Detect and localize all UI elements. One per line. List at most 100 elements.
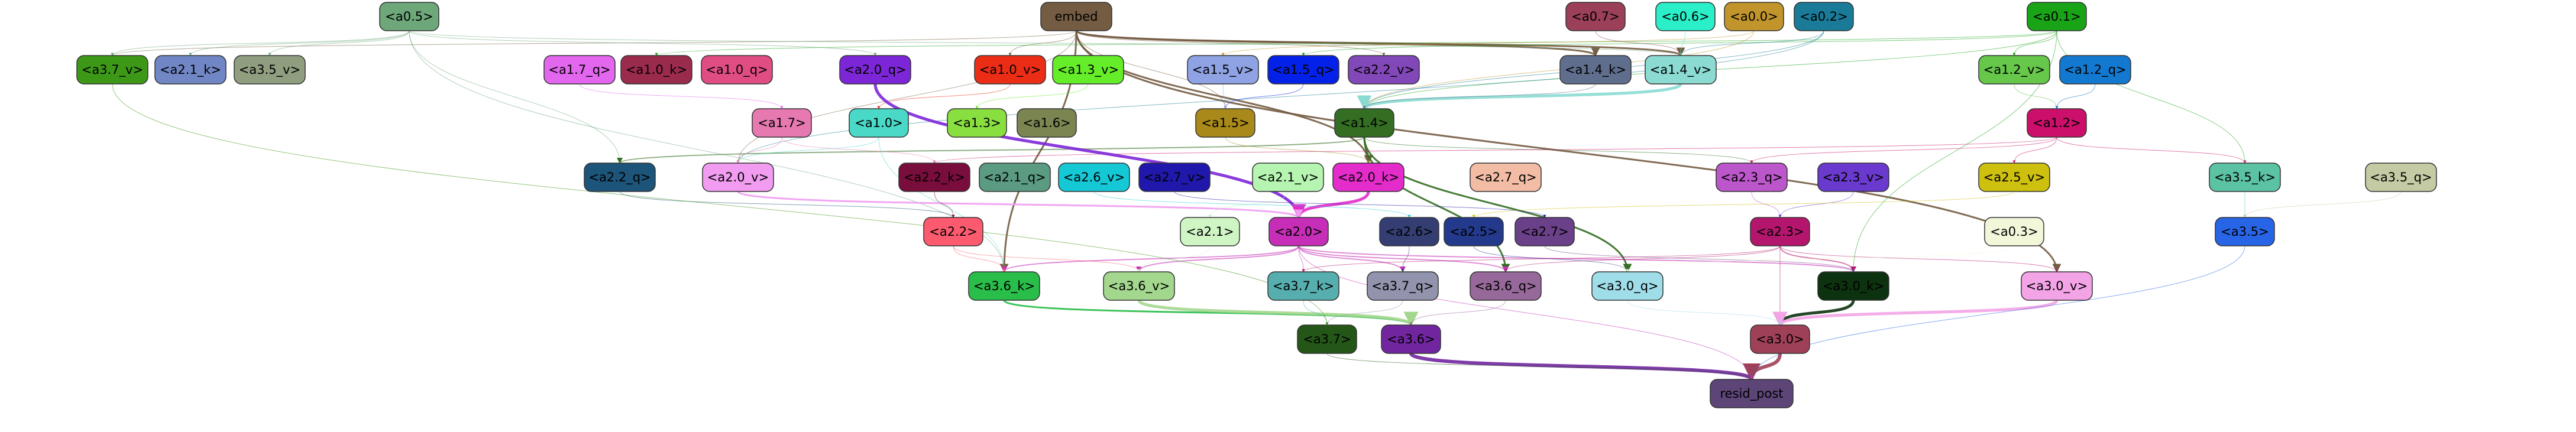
- node-a2.5_v[interactable]: <a2.5_v>: [1978, 163, 2050, 192]
- node-box[interactable]: [76, 55, 148, 85]
- node-a3.7_k[interactable]: <a3.7_k>: [1267, 271, 1339, 301]
- node-a2.6[interactable]: <a2.6>: [1379, 217, 1439, 246]
- node-a0.0[interactable]: <a0.0>: [1724, 2, 1784, 31]
- node-box[interactable]: [2365, 163, 2437, 192]
- node-box[interactable]: [1817, 163, 1889, 192]
- node-box[interactable]: [898, 163, 970, 192]
- node-box[interactable]: [1367, 271, 1439, 301]
- node-box[interactable]: [1655, 2, 1716, 31]
- node-embed[interactable]: embed: [1040, 2, 1112, 31]
- node-a1.0_v[interactable]: <a1.0_v>: [974, 55, 1046, 85]
- node-box[interactable]: [2027, 108, 2087, 138]
- node-box[interactable]: [849, 108, 909, 138]
- node-box[interactable]: [1268, 217, 1329, 246]
- node-a1.2_v[interactable]: <a1.2_v>: [1978, 55, 2050, 85]
- node-box[interactable]: [1297, 324, 1357, 354]
- node-box[interactable]: [2027, 2, 2087, 31]
- node-a3.5_k[interactable]: <a3.5_k>: [2209, 163, 2281, 192]
- node-a1.4[interactable]: <a1.4>: [1334, 108, 1394, 138]
- node-box[interactable]: [979, 163, 1051, 192]
- node-box[interactable]: [2059, 55, 2131, 85]
- node-box[interactable]: [1381, 324, 1441, 354]
- node-box[interactable]: [1978, 55, 2050, 85]
- node-box[interactable]: [1379, 217, 1439, 246]
- node-box[interactable]: [839, 55, 911, 85]
- node-a2.7_q[interactable]: <a2.7_q>: [1470, 163, 1542, 192]
- node-a2.3[interactable]: <a2.3>: [1750, 217, 1810, 246]
- node-a2.2[interactable]: <a2.2>: [923, 217, 983, 246]
- node-box[interactable]: [1267, 55, 1339, 85]
- node-box[interactable]: [2021, 271, 2093, 301]
- node-a0.6[interactable]: <a0.6>: [1655, 2, 1716, 31]
- node-box[interactable]: [923, 217, 983, 246]
- node-a3.5_v[interactable]: <a3.5_v>: [234, 55, 306, 85]
- node-a1.5_v[interactable]: <a1.5_v>: [1187, 55, 1259, 85]
- node-box[interactable]: [1716, 163, 1788, 192]
- node-a3.7_v[interactable]: <a3.7_v>: [76, 55, 148, 85]
- node-a0.5[interactable]: <a0.5>: [379, 2, 439, 31]
- node-box[interactable]: [1984, 217, 2044, 246]
- node-box[interactable]: [2209, 163, 2281, 192]
- node-a2.2_q[interactable]: <a2.2_q>: [584, 163, 656, 192]
- node-box[interactable]: [1724, 2, 1784, 31]
- node-a3.0_v[interactable]: <a3.0_v>: [2021, 271, 2093, 301]
- node-box[interactable]: [701, 55, 773, 85]
- node-box[interactable]: [1750, 217, 1810, 246]
- node-a1.4_k[interactable]: <a1.4_k>: [1559, 55, 1632, 85]
- node-a1.3[interactable]: <a1.3>: [947, 108, 1007, 138]
- node-box[interactable]: [1348, 55, 1420, 85]
- node-a2.0[interactable]: <a2.0>: [1268, 217, 1329, 246]
- node-a1.4_v[interactable]: <a1.4_v>: [1645, 55, 1717, 85]
- node-box[interactable]: [1565, 2, 1626, 31]
- node-a1.5_q[interactable]: <a1.5_q>: [1267, 55, 1339, 85]
- node-a0.3[interactable]: <a0.3>: [1984, 217, 2044, 246]
- node-box[interactable]: [154, 55, 226, 85]
- node-a3.6_k[interactable]: <a3.6_k>: [968, 271, 1040, 301]
- node-a3.5[interactable]: <a3.5>: [2215, 217, 2275, 246]
- node-box[interactable]: [1252, 163, 1324, 192]
- node-a3.6_q[interactable]: <a3.6_q>: [1470, 271, 1542, 301]
- node-box[interactable]: [379, 2, 439, 31]
- node-a0.7[interactable]: <a0.7>: [1565, 2, 1626, 31]
- node-box[interactable]: [702, 163, 774, 192]
- node-a2.2_v[interactable]: <a2.2_v>: [1348, 55, 1420, 85]
- node-a2.1[interactable]: <a2.1>: [1180, 217, 1240, 246]
- node-box[interactable]: [1794, 2, 1854, 31]
- node-box[interactable]: [1559, 55, 1632, 85]
- node-box[interactable]: [974, 55, 1046, 85]
- node-a1.3_v[interactable]: <a1.3_v>: [1052, 55, 1124, 85]
- node-box[interactable]: [1103, 271, 1175, 301]
- node-a3.5_q[interactable]: <a3.5_q>: [2365, 163, 2437, 192]
- node-a2.2_k[interactable]: <a2.2_k>: [898, 163, 970, 192]
- node-box[interactable]: [1817, 271, 1889, 301]
- node-box[interactable]: [947, 108, 1007, 138]
- node-a2.1_k[interactable]: <a2.1_k>: [154, 55, 226, 85]
- node-box[interactable]: [752, 108, 812, 138]
- node-a1.2_q[interactable]: <a1.2_q>: [2059, 55, 2131, 85]
- node-a2.1_v[interactable]: <a2.1_v>: [1252, 163, 1324, 192]
- node-box[interactable]: [1514, 217, 1575, 246]
- node-a2.3_q[interactable]: <a2.3_q>: [1716, 163, 1788, 192]
- node-box[interactable]: [234, 55, 306, 85]
- node-box[interactable]: [1444, 217, 1504, 246]
- node-box[interactable]: [1591, 271, 1664, 301]
- node-box[interactable]: [2215, 217, 2275, 246]
- node-box[interactable]: [1138, 163, 1211, 192]
- node-a1.7_q[interactable]: <a1.7_q>: [543, 55, 616, 85]
- node-a1.6[interactable]: <a1.6>: [1017, 108, 1077, 138]
- node-resid_post[interactable]: resid_post: [1710, 379, 1794, 408]
- node-box[interactable]: [1710, 379, 1794, 408]
- node-box[interactable]: [1040, 2, 1112, 31]
- node-a2.0_q[interactable]: <a2.0_q>: [839, 55, 911, 85]
- node-a3.7_q[interactable]: <a3.7_q>: [1367, 271, 1439, 301]
- node-box[interactable]: [968, 271, 1040, 301]
- node-a2.0_v[interactable]: <a2.0_v>: [702, 163, 774, 192]
- node-a2.1_q[interactable]: <a2.1_q>: [979, 163, 1051, 192]
- node-box[interactable]: [1052, 55, 1124, 85]
- node-box[interactable]: [1187, 55, 1259, 85]
- node-box[interactable]: [1332, 163, 1404, 192]
- node-box[interactable]: [1470, 163, 1542, 192]
- node-box[interactable]: [1267, 271, 1339, 301]
- node-box[interactable]: [620, 55, 692, 85]
- node-box[interactable]: [1470, 271, 1542, 301]
